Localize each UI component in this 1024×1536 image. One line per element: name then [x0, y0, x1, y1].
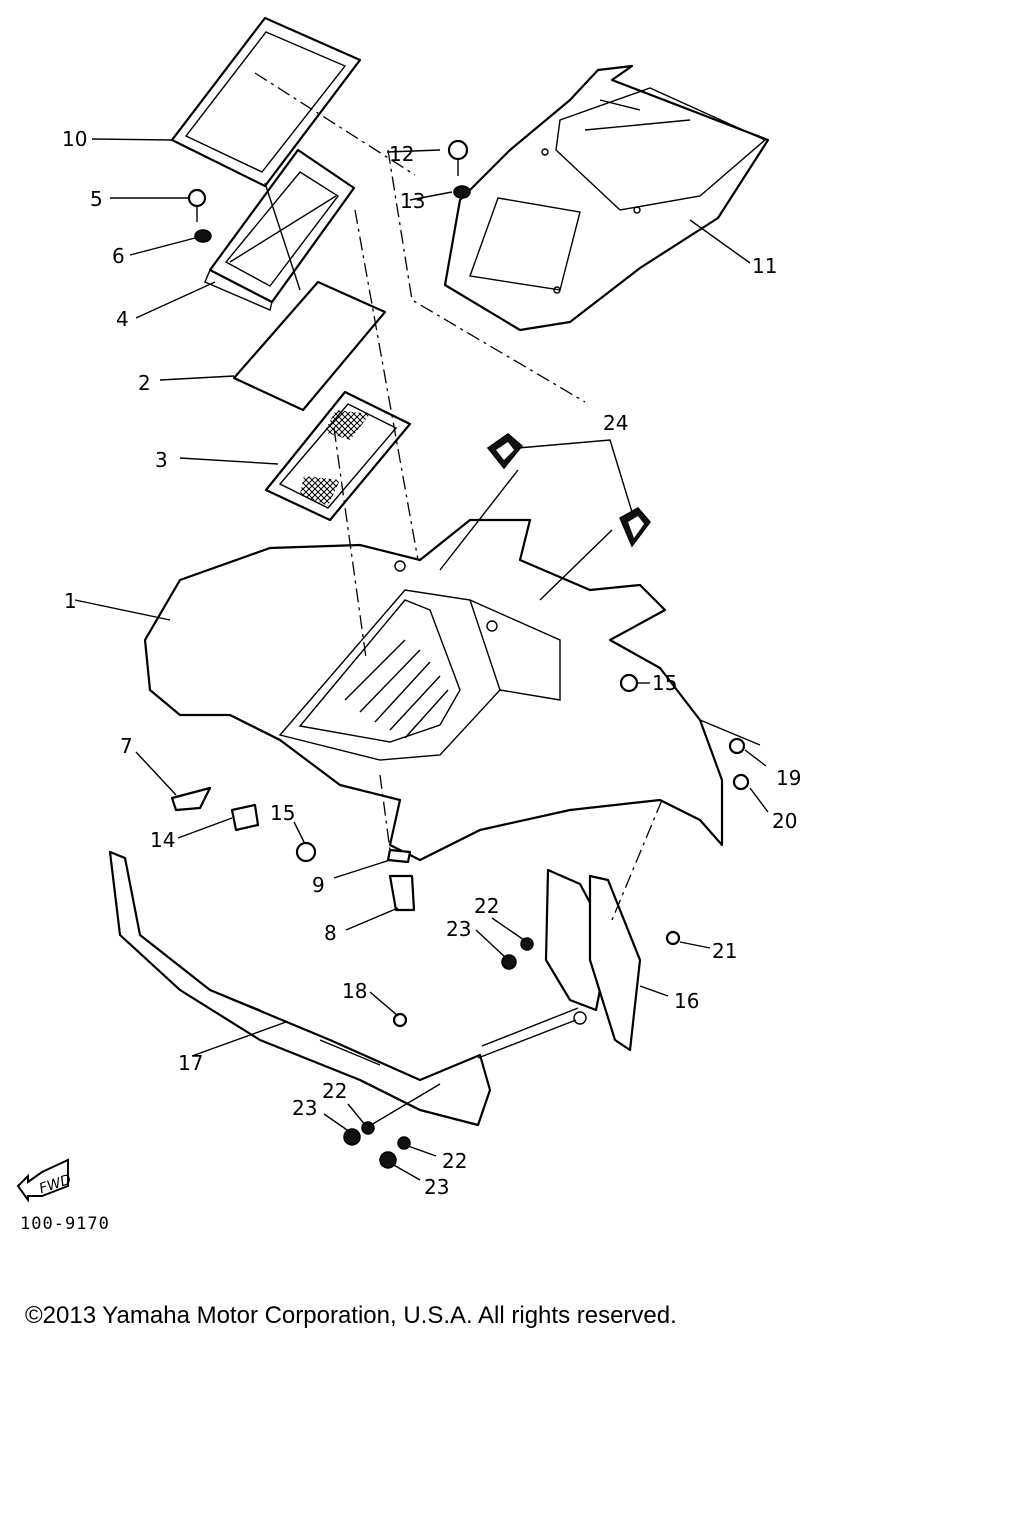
label-part-22c: 22 — [442, 1149, 467, 1173]
label-part-17: 17 — [178, 1051, 203, 1075]
part-number-labels: 1 2 3 4 5 6 7 8 9 10 11 12 13 14 15 15 1… — [62, 127, 801, 1199]
label-part-20: 20 — [772, 809, 797, 833]
label-part-24: 24 — [603, 411, 628, 435]
grommet-part-bottom — [619, 507, 651, 548]
label-part-12: 12 — [389, 142, 414, 166]
label-part-13: 13 — [400, 189, 425, 213]
label-part-6: 6 — [112, 244, 125, 268]
leader-lines — [74, 138, 769, 1181]
assembly-center-lines — [254, 72, 663, 921]
label-part-4: 4 — [116, 307, 129, 331]
forward-arrow-icon: FWD — [16, 1158, 74, 1202]
copyright-notice: ©2013 Yamaha Motor Corporation, U.S.A. A… — [25, 1302, 677, 1329]
label-part-7: 7 — [120, 734, 133, 758]
label-part-14: 14 — [150, 828, 175, 852]
hardware-bolts — [170, 139, 750, 1169]
label-part-5: 5 — [90, 187, 103, 211]
label-part-9: 9 — [312, 873, 325, 897]
label-part-10: 10 — [62, 127, 87, 151]
label-part-21: 21 — [712, 939, 737, 963]
label-part-23c: 23 — [424, 1175, 449, 1199]
label-part-16: 16 — [674, 989, 699, 1013]
gasket-frame-part — [170, 16, 362, 188]
label-part-23b: 23 — [292, 1096, 317, 1120]
label-part-22b: 22 — [322, 1079, 347, 1103]
label-part-3: 3 — [155, 448, 168, 472]
label-part-18: 18 — [342, 979, 367, 1003]
label-part-15b: 15 — [270, 801, 295, 825]
label-part-19: 19 — [776, 766, 801, 790]
cover-frame-part — [204, 148, 356, 311]
rear-fender-part — [143, 518, 761, 862]
filter-pad-part — [232, 280, 387, 412]
mud-flap-part — [544, 868, 642, 1052]
label-part-22a: 22 — [474, 894, 499, 918]
front-panel-part — [443, 64, 770, 332]
grommet-part-top — [486, 433, 524, 470]
label-part-2: 2 — [138, 371, 151, 395]
drawing-number: 100-9170 — [20, 1214, 110, 1234]
exploded-parts-diagram: 1 2 3 4 5 6 7 8 9 10 11 12 13 14 15 15 1… — [62, 16, 801, 1199]
grab-bar-part — [108, 850, 492, 1127]
label-part-11: 11 — [752, 254, 777, 278]
label-part-1: 1 — [64, 589, 77, 613]
label-part-23a: 23 — [446, 917, 471, 941]
label-part-15a: 15 — [652, 671, 677, 695]
label-part-8: 8 — [324, 921, 337, 945]
